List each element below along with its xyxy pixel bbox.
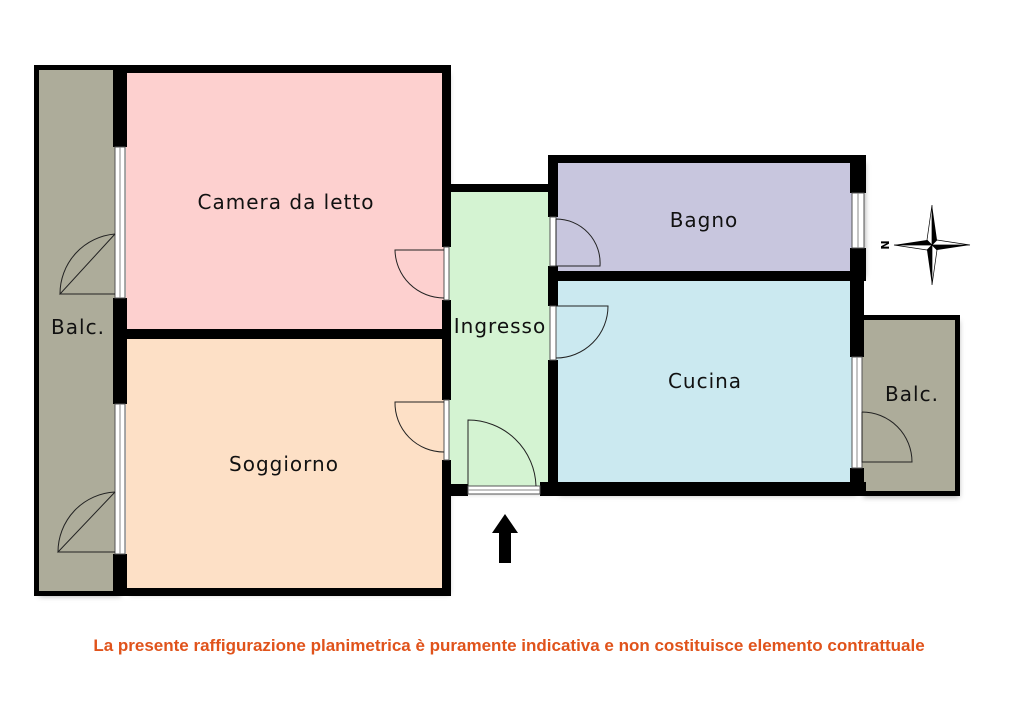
bedroom-fill: [126, 71, 446, 333]
balcony-west-fill: [36, 67, 118, 593]
room-label-balcony-west: Balc.: [51, 315, 105, 339]
door-swings: [56, 218, 913, 553]
compass-rose-icon: N: [879, 204, 971, 286]
room-label-bedroom: Camera da letto: [198, 190, 375, 214]
walls: [34, 65, 960, 596]
room-label-balcony-east: Balc.: [885, 382, 939, 406]
room-label-bathroom: Bagno: [670, 208, 739, 232]
entrance-fill: [446, 188, 552, 490]
bathroom-fill: [556, 160, 862, 274]
room-label-living: Soggiorno: [229, 452, 339, 476]
room-label-kitchen: Cucina: [668, 369, 742, 393]
living-room-fill: [126, 339, 446, 591]
balcony-east-fill: [860, 318, 956, 494]
room-label-entrance: Ingresso: [454, 314, 546, 338]
compass-north-label: N: [879, 240, 892, 249]
disclaimer-text: La presente raffigurazione planimetrica …: [93, 636, 925, 655]
kitchen-fill: [556, 278, 854, 492]
entry-arrow-icon: [492, 514, 518, 563]
